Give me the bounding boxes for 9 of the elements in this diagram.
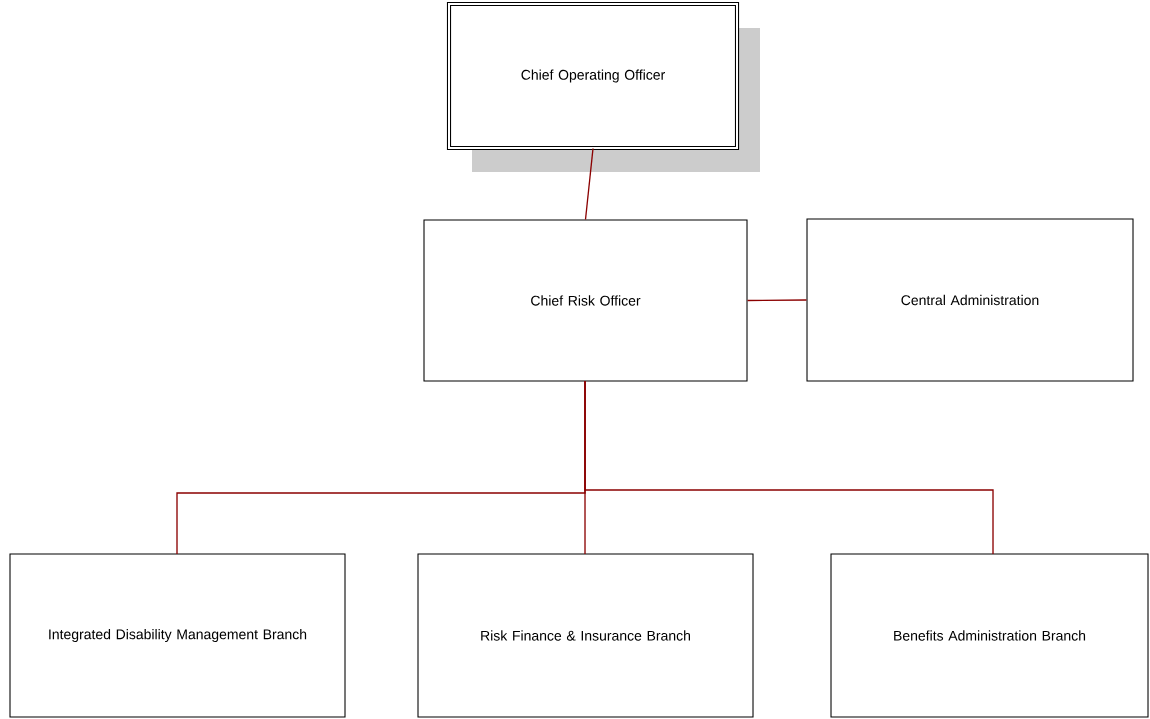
org-box: Central Administration (806, 218, 1134, 382)
connector-line (746, 299, 808, 302)
org-box: Chief Risk Officer (423, 219, 748, 382)
connector-line (584, 380, 994, 555)
connector-line (584, 147, 594, 221)
org-box: Chief Operating Officer (446, 1, 760, 172)
org-box: Risk Finance & Insurance Branch (417, 553, 754, 718)
org-box: Integrated Disability Management Branch (9, 553, 346, 718)
org-box: Benefits Administration Branch (830, 553, 1149, 718)
